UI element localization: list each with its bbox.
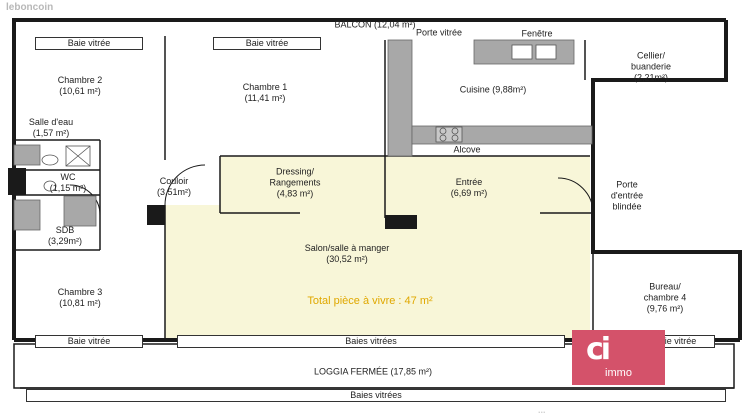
- room-couloir: Couloir (3,51m²): [156, 176, 192, 197]
- room-entree: Entrée (6,69 m²): [450, 177, 488, 198]
- toilet-icon: [41, 154, 59, 192]
- wall-stub-wc: [8, 168, 26, 195]
- agency-logo: ci immo: [572, 330, 665, 385]
- shower-icon: [65, 145, 91, 167]
- room-sdb: SDB (3,29m²): [47, 225, 83, 246]
- bathroom-fixtures: [13, 144, 97, 231]
- room-balcon: BALCON (12,04 m²): [334, 19, 416, 30]
- total-living-area: Total pièce à vivre : 47 m²: [307, 295, 433, 307]
- room-dressing: Dressing/ Rangements (4,83 m²): [269, 166, 321, 199]
- agency-logo-mark: ci: [586, 332, 611, 367]
- room-salle-eau: Salle d'eau (1,57 m²): [28, 117, 74, 138]
- living-area-fill: [165, 156, 590, 338]
- room-alcove: Alcove: [453, 144, 481, 155]
- sink-icon: [511, 44, 557, 60]
- room-chambre-2: Chambre 2 (10,61 m²): [57, 75, 103, 96]
- room-loggia: LOGGIA FERMÉE (17,85 m²): [313, 366, 433, 377]
- wall-stub-couloir: [147, 205, 165, 225]
- window-loggia: Baies vitrées: [26, 389, 726, 402]
- room-salon: Salon/salle à manger (30,52 m²): [304, 243, 390, 264]
- label-porte-entree: Porte d'entrée blindée: [610, 179, 644, 212]
- label-porte-vitree: Porte vitrée: [415, 27, 463, 38]
- room-bureau: Bureau/ chambre 4 (9,76 m²): [643, 281, 687, 314]
- watermark: leboncoin: [6, 2, 54, 13]
- window-top-left: Baie vitrée: [35, 37, 143, 50]
- wall-stub-entree: [385, 215, 417, 229]
- room-cuisine: Cuisine (9,88m²): [459, 84, 527, 95]
- interior-walls: [14, 36, 594, 338]
- window-bottom-left: Baie vitrée: [35, 335, 143, 348]
- agency-logo-name: immo: [605, 367, 632, 379]
- window-bottom-mid: Baies vitrées: [177, 335, 565, 348]
- door-swings: [69, 164, 594, 216]
- label-fenetre: Fenêtre: [521, 28, 553, 39]
- footer-text: ...: [538, 405, 546, 415]
- hob-icon: [435, 126, 463, 143]
- room-cellier: Cellier/ buanderie (2,21m²): [630, 50, 672, 83]
- room-chambre-3: Chambre 3 (10,81 m²): [57, 287, 103, 308]
- kitchen-counters: [387, 39, 593, 157]
- room-wc: WC (1,15 m²): [49, 172, 87, 193]
- room-chambre-1: Chambre 1 (11,41 m²): [242, 82, 288, 103]
- window-top-mid: Baie vitrée: [213, 37, 321, 50]
